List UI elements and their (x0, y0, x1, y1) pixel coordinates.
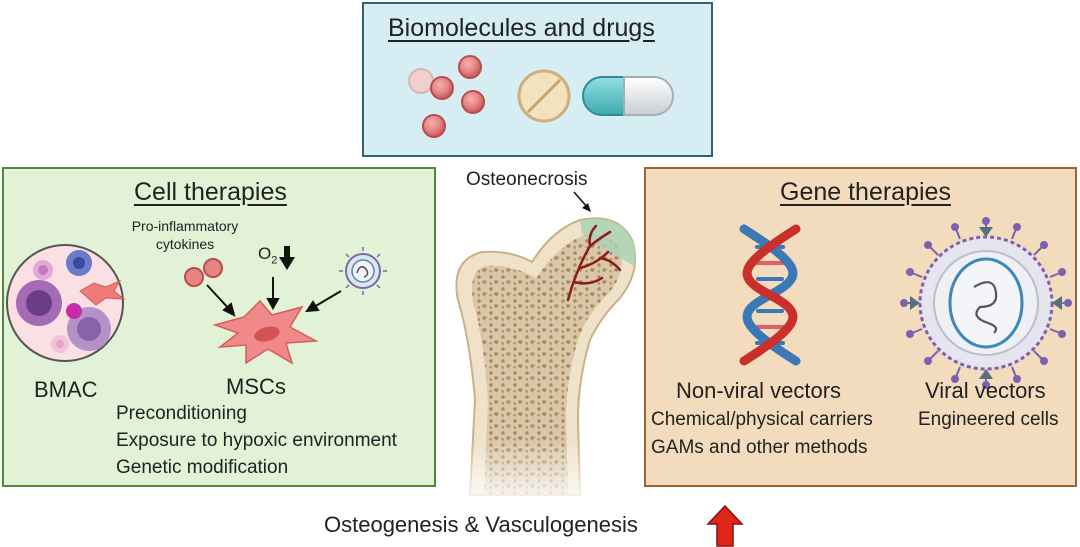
cytokine-icon (203, 258, 223, 278)
osteonecrosis-label: Osteonecrosis (466, 169, 588, 190)
molecule-icon (422, 114, 446, 138)
bmac-label: BMAC (34, 377, 98, 402)
viral-vector-icon (900, 217, 1072, 389)
femur-illustration (440, 217, 650, 510)
viral-item: Engineered cells (918, 409, 1059, 430)
dna-icon (739, 224, 801, 366)
outcome-label: Osteogenesis & Vasculogenesis (324, 512, 638, 537)
cell-therapies-title: Cell therapies (134, 178, 287, 206)
mscs-label: MSCs (226, 374, 286, 399)
cell-therapy-item: Genetic modification (116, 457, 289, 478)
tablet-icon (517, 69, 571, 123)
nonviral-item: Chemical/physical carriers (651, 409, 873, 430)
biomolecules-title: Biomolecules and drugs (388, 14, 655, 42)
capsule-icon (582, 76, 674, 116)
viral-title: Viral vectors (925, 378, 1046, 403)
blood-vessels (566, 224, 622, 302)
cell-therapy-item: Exposure to hypoxic environment (116, 430, 397, 451)
cell-therapy-item: Preconditioning (116, 403, 247, 424)
cytokines-label: Pro-inflammatory cytokines (131, 218, 239, 252)
biomolecules-illustration (408, 55, 674, 138)
oxygen-label: O2 (258, 244, 278, 267)
hypoxia-arrow-icon (279, 246, 295, 270)
msc-cell-icon (212, 299, 319, 365)
molecule-icon (458, 55, 482, 79)
molecule-icon (461, 90, 485, 114)
stimulus-arrows (206, 277, 342, 317)
cytokine-icon (184, 267, 204, 287)
nonviral-title: Non-viral vectors (676, 378, 842, 403)
virus-icon (339, 247, 387, 295)
molecule-faded-icon (408, 68, 434, 94)
molecule-icon (430, 76, 454, 100)
gene-therapies-title: Gene therapies (780, 178, 951, 206)
nonviral-item: GAMs and other methods (651, 437, 868, 458)
gene-therapies-illustration (739, 217, 1072, 389)
necrosis-region (580, 218, 636, 266)
cell-therapies-illustration (6, 244, 387, 365)
increase-arrow-icon (706, 504, 744, 547)
bmac-icon (6, 244, 126, 362)
osteonecrosis-pointer-icon (573, 191, 591, 212)
